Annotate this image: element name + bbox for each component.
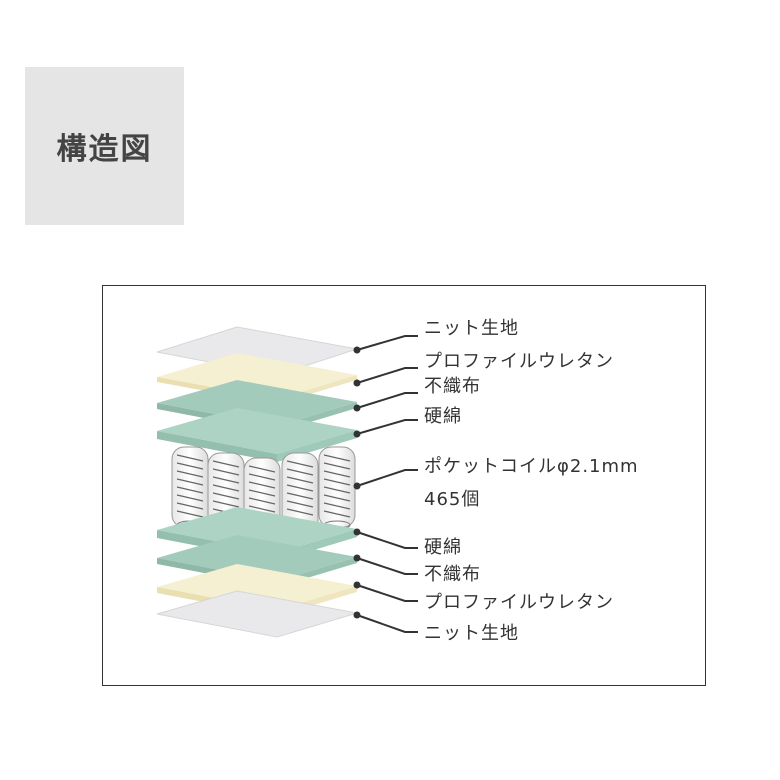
leader-line xyxy=(356,557,418,575)
leader-line xyxy=(356,419,418,435)
layer-face xyxy=(157,507,357,553)
layer-face xyxy=(157,535,357,581)
layer-face xyxy=(157,564,357,610)
label-nonwoven-bottom: 不織布 xyxy=(424,564,481,585)
leader-lines xyxy=(353,335,418,633)
label-coil-count: 465個 xyxy=(424,489,480,510)
label-knit-top: ニット生地 xyxy=(424,318,519,339)
label-pocket-coil: ポケットコイルφ2.1mm xyxy=(424,456,639,477)
leader-line xyxy=(356,335,418,351)
page-title: 構造図 xyxy=(56,132,153,167)
leader-line xyxy=(356,614,418,633)
label-nonwoven-top: 不織布 xyxy=(424,376,481,397)
leader-line xyxy=(356,531,418,549)
label-hardcotton-bottom: 硬綿 xyxy=(424,537,462,558)
label-urethane-bottom: プロファイルウレタン xyxy=(424,592,614,613)
label-urethane-top: プロファイルウレタン xyxy=(424,351,614,372)
header-box: 構造図 xyxy=(25,67,184,225)
leader-line xyxy=(356,469,418,487)
label-knit-bottom: ニット生地 xyxy=(424,623,519,644)
layer-edge xyxy=(157,431,277,462)
label-hardcotton-top: 硬綿 xyxy=(424,406,462,427)
pocket-coil xyxy=(318,446,356,530)
diagram-frame xyxy=(102,285,706,686)
pocket-coil xyxy=(171,446,209,530)
leader-line xyxy=(356,367,418,384)
leader-line xyxy=(356,584,418,602)
layer-face xyxy=(157,380,357,426)
leader-line xyxy=(356,392,418,409)
layer-face xyxy=(157,353,357,399)
layer-face xyxy=(157,408,357,454)
